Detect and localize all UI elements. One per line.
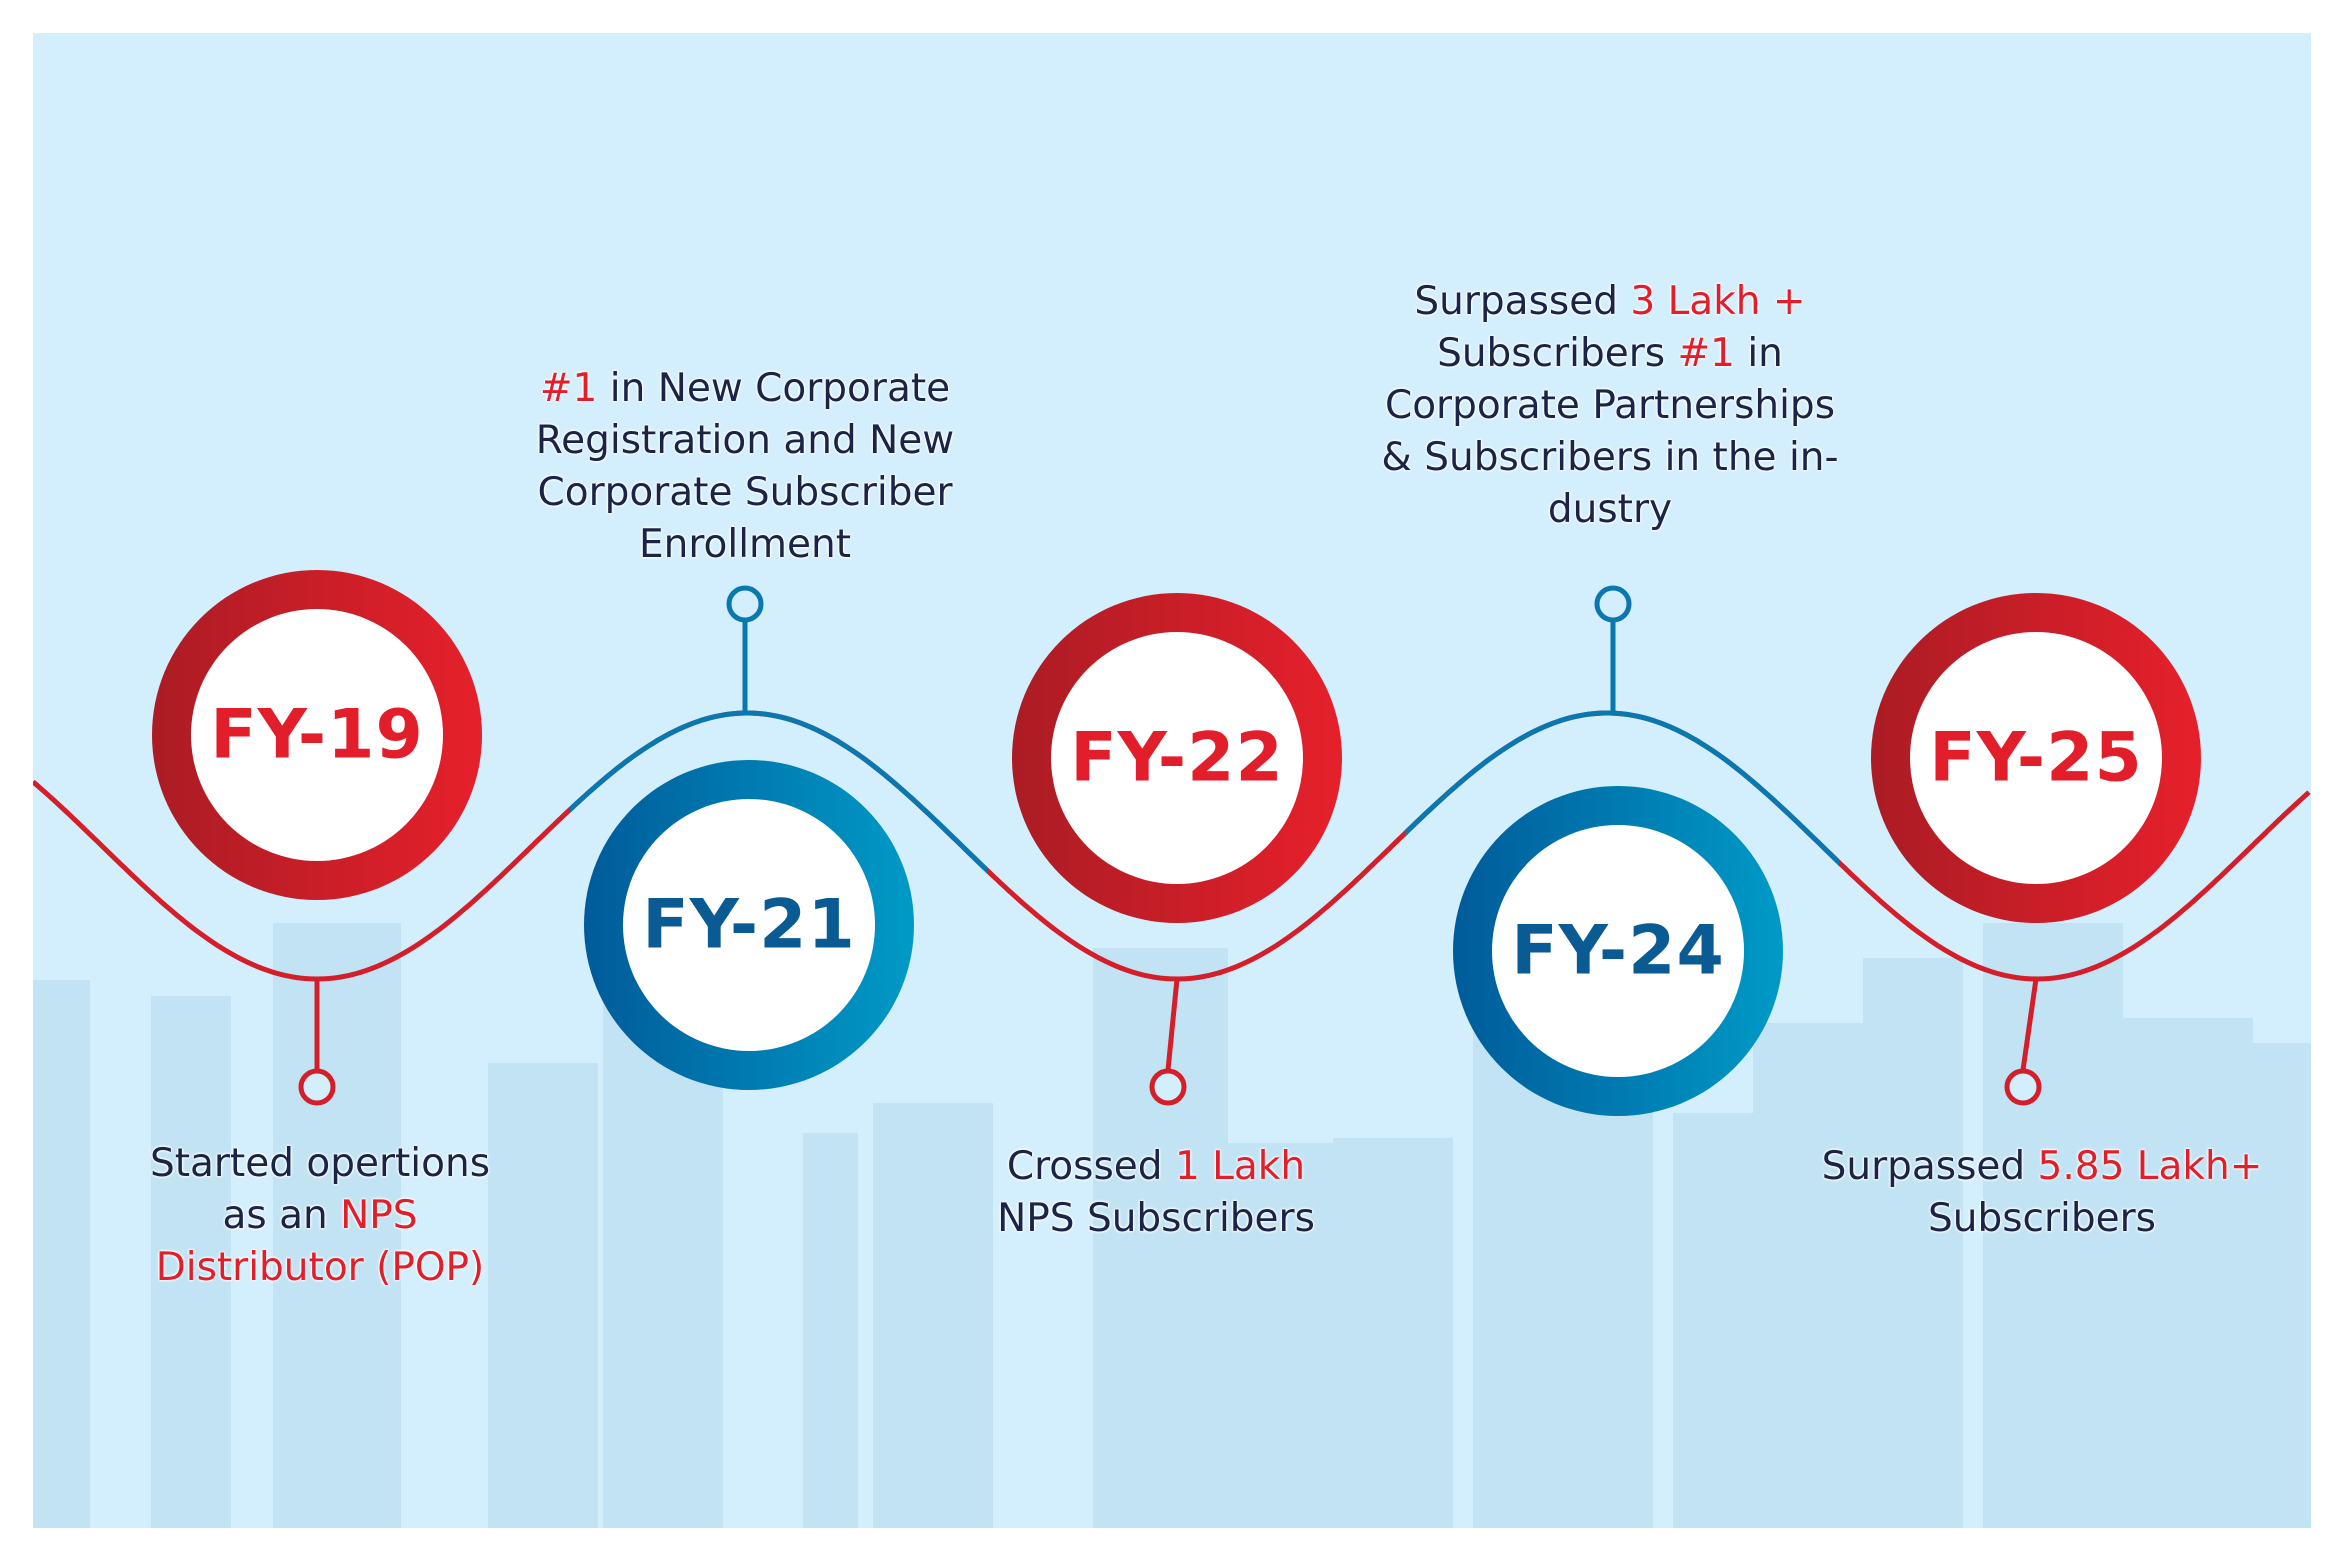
description-text: Registration and New (535, 418, 955, 463)
description-line: Distributor (POP) (150, 1242, 490, 1294)
highlight-text: 5.85 Lakh+ (2037, 1144, 2263, 1189)
building (1333, 1138, 1453, 1528)
building (1093, 948, 1228, 1528)
description-text: in (1734, 331, 1783, 376)
connector-line (2020, 978, 2039, 1071)
description-text: Enrollment (638, 522, 852, 567)
timeline-wave (33, 710, 2311, 982)
description-line: as an NPS (150, 1190, 490, 1242)
connector-dot-icon (1594, 585, 1632, 623)
description-text: dustry (1547, 487, 1673, 532)
description-text: Started opertions (149, 1141, 491, 1186)
description-line: Subscribers #1 in (1381, 328, 1838, 380)
building (1863, 958, 1963, 1528)
description-line: Subscribers (1822, 1193, 2263, 1245)
description-line: NPS Subscribers (997, 1193, 1315, 1245)
description-text: Crossed (1006, 1144, 1175, 1189)
year-ring-center (1492, 825, 1744, 1077)
description-text: Surpassed (1821, 1144, 2038, 1189)
year-label: FY-22 (1070, 718, 1284, 798)
description-line: Started opertions (150, 1138, 490, 1190)
year-label: FY-21 (642, 885, 856, 965)
milestone-description: Surpassed 5.85 Lakh+Subscribers (1822, 1141, 2263, 1245)
description-line: Registration and New (536, 415, 954, 467)
description-text: Corporate Subscriber (537, 470, 953, 515)
connector-dot-icon (1149, 1068, 1187, 1106)
connector-dot-icon (298, 1068, 336, 1106)
building (2223, 1043, 2311, 1528)
building (803, 1133, 858, 1528)
highlight-text: Distributor (POP) (155, 1245, 485, 1290)
description-text: as an (222, 1193, 341, 1238)
highlight-text: NPS (340, 1193, 418, 1238)
description-text: Surpassed (1414, 279, 1631, 324)
timeline-graphic (33, 570, 2311, 1528)
description-line: #1 in New Corporate (536, 363, 954, 415)
building (488, 1063, 598, 1528)
description-text: NPS Subscribers (997, 1196, 1315, 1241)
highlight-text: 1 Lakh (1174, 1144, 1306, 1189)
year-label: FY-24 (1511, 911, 1725, 991)
year-ring-center (191, 609, 443, 861)
description-line: dustry (1381, 484, 1838, 536)
description-line: Corporate Subscriber (536, 467, 954, 519)
description-text: & Subscribers in the in- (1381, 435, 1839, 480)
description-line: & Subscribers in the in- (1381, 432, 1838, 484)
description-line: Crossed 1 Lakh (997, 1141, 1315, 1193)
city-skyline-background (33, 923, 2311, 1528)
wave-line-red (33, 710, 2311, 982)
description-text: in New Corporate (597, 366, 951, 411)
highlight-text: 3 Lakh + (1630, 279, 1806, 324)
building (33, 980, 90, 1528)
timeline-markers (152, 570, 2201, 1116)
building (1983, 923, 2123, 1528)
year-ring-center (1051, 632, 1303, 884)
description-text: Corporate Partnerships (1384, 383, 1836, 428)
highlight-text: #1 (1677, 331, 1735, 376)
building (1673, 1113, 1763, 1528)
building (151, 996, 231, 1528)
description-line: Corporate Partnerships (1381, 380, 1838, 432)
year-label: FY-19 (210, 695, 424, 775)
description-line: Surpassed 5.85 Lakh+ (1822, 1141, 2263, 1193)
description-text: Subscribers (1928, 1196, 2156, 1241)
building (873, 1103, 993, 1528)
year-label: FY-25 (1929, 718, 2143, 798)
description-text: Subscribers (1437, 331, 1678, 376)
description-line: Surpassed 3 Lakh + (1381, 276, 1838, 328)
connector-line (1165, 978, 1180, 1071)
building (318, 1073, 358, 1528)
connector-dot-icon (2004, 1068, 2042, 1106)
description-line: Enrollment (536, 519, 954, 571)
connector-dot-icon (726, 585, 764, 623)
highlight-text: #1 (539, 366, 598, 411)
year-ring-center (623, 799, 875, 1051)
year-ring-center (1910, 632, 2162, 884)
